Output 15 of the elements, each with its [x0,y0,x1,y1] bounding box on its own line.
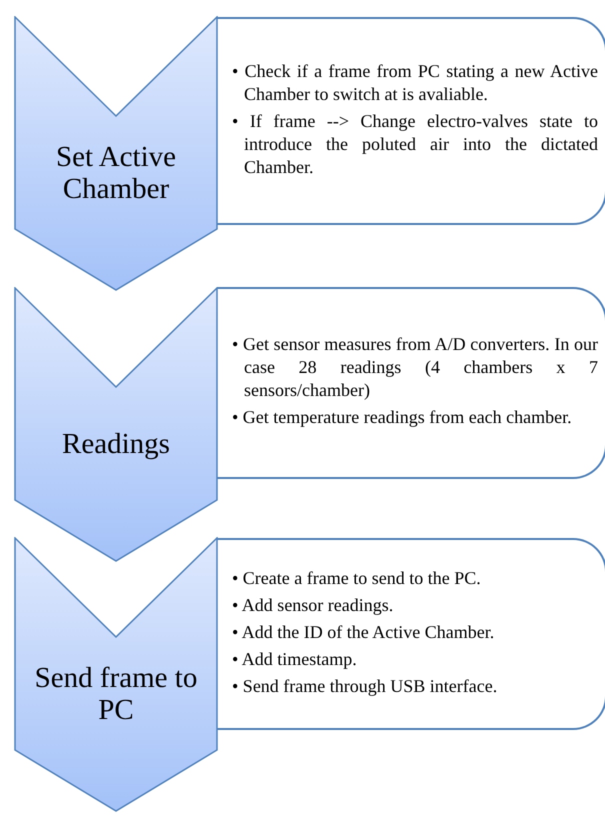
bullet-text: • Create a frame to send to the PC. [232,566,482,590]
bullet-text: • Get temperature readings from each chamber. [232,406,573,429]
bullet-text: • Get sensor measures from A/D converters. In our case 28 readings (4 chambers x 7 sensors/chamber) [232,333,598,402]
step-title: Send frame to PC [34,662,198,726]
step-title: Set Active Chamber [54,140,177,204]
description-box [217,17,605,225]
bullet-text: • Send frame through USB interface. [232,674,498,698]
step-title: Readings [62,428,170,460]
bullet-text: • Check if a frame from PC stating a new Active Chamber to switch at is avaliable. [232,60,598,106]
description-box [217,287,605,479]
bullet-text: • If frame --> Change electro-valves state to introduce the poluted air into the dictated Chamber. [232,110,598,178]
bullet-text: • Add the ID of the Active Chamber. [232,620,496,644]
description-box [217,538,605,730]
bullet-text: • Add timestamp. [232,648,358,670]
bullet-text: • Add sensor readings. [232,594,394,616]
